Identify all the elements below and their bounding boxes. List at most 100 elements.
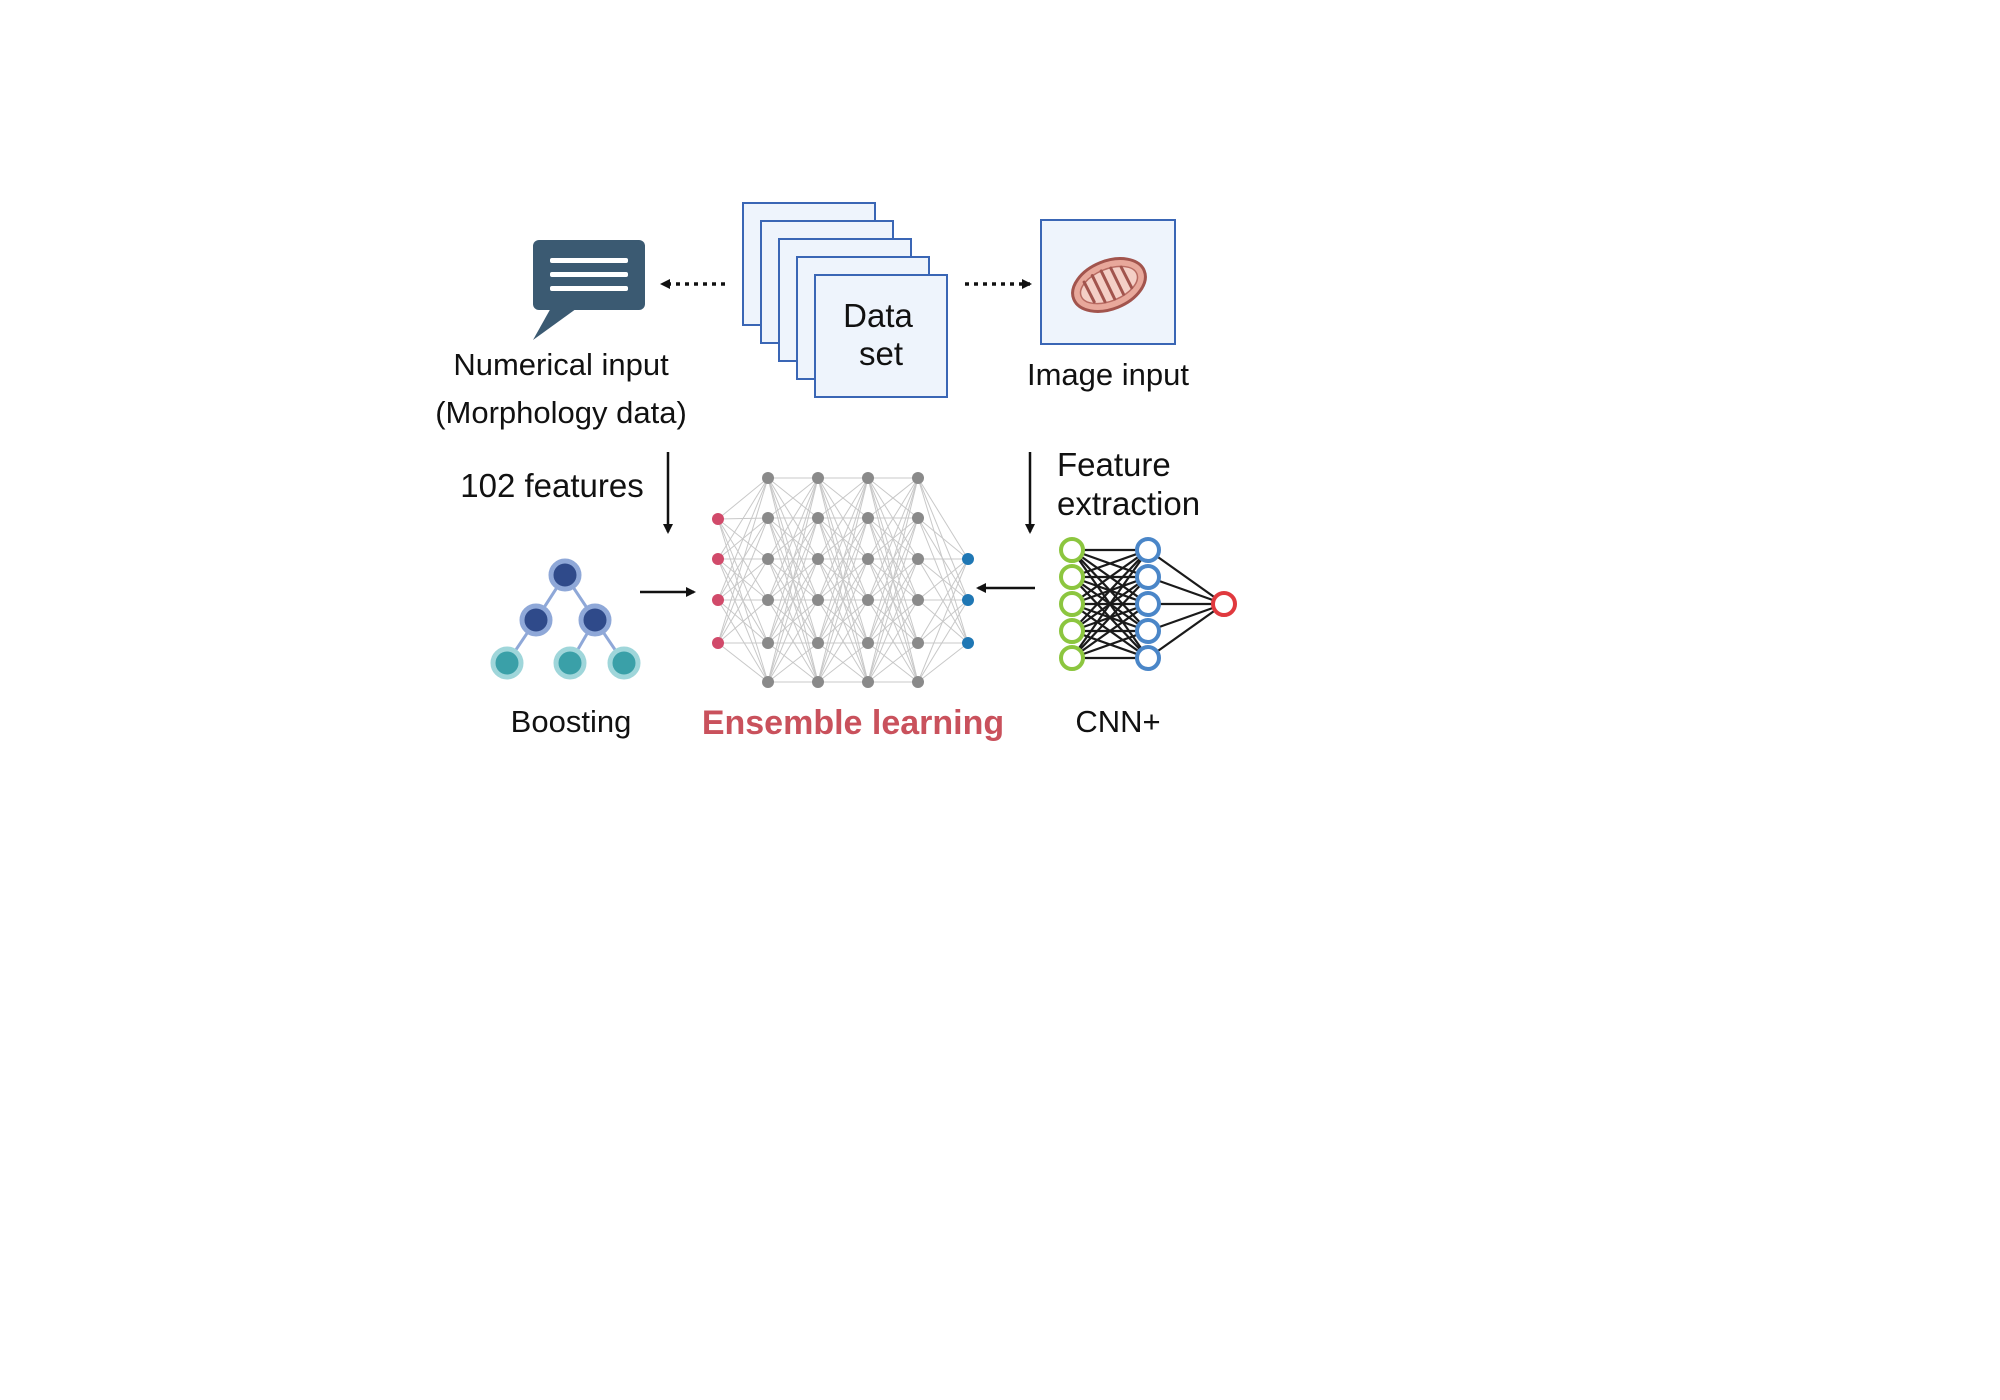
features-label: 102 features <box>460 467 643 504</box>
nn-hidden-node <box>862 512 874 524</box>
nn-connection <box>867 477 919 519</box>
cnn-network-icon <box>1059 537 1237 671</box>
cnn-connection <box>1071 549 1149 659</box>
nn-hidden-node <box>862 676 874 688</box>
nn-connection <box>867 558 919 683</box>
image-input-box <box>1040 219 1176 345</box>
nn-hidden-node <box>762 553 774 565</box>
nn-hidden-node <box>912 553 924 565</box>
nn-hidden-node <box>812 472 824 484</box>
nn-connection <box>767 477 819 683</box>
nn-connection <box>917 642 969 683</box>
nn-hidden-node <box>912 637 924 649</box>
nn-hidden-node <box>812 637 824 649</box>
nn-connection <box>867 477 919 683</box>
nn-hidden-node <box>762 472 774 484</box>
nn-connection <box>867 599 919 683</box>
nn-connection <box>767 558 819 683</box>
nn-output-node <box>962 553 974 565</box>
feature-extraction-label-line1: Feature <box>1057 446 1171 483</box>
dataset-page-front <box>814 274 948 398</box>
nn-connection <box>717 599 769 683</box>
nn-connection <box>817 477 869 601</box>
mitochondrion-icon <box>1071 257 1147 313</box>
ensemble-learning-label: Ensemble learning <box>702 704 1004 742</box>
nn-hidden-node <box>862 472 874 484</box>
cnn-input-node <box>1059 564 1085 590</box>
nn-hidden-node <box>862 637 874 649</box>
nn-input-node <box>712 513 724 525</box>
nn-hidden-node <box>912 676 924 688</box>
nn-connection <box>717 477 769 644</box>
nn-connection <box>717 642 769 683</box>
speech-bubble-icon <box>533 240 645 340</box>
nn-connection <box>817 558 869 683</box>
nn-hidden-node <box>812 553 824 565</box>
nn-connection <box>917 517 969 560</box>
nn-connection <box>867 517 919 683</box>
nn-connection <box>917 477 969 560</box>
nn-connection <box>867 477 919 644</box>
nn-output-node <box>962 594 974 606</box>
cnn-connection <box>1071 549 1149 632</box>
nn-hidden-node <box>762 512 774 524</box>
cnn-connection <box>1147 575 1225 606</box>
nn-connection <box>817 599 869 683</box>
nn-connection <box>817 477 869 683</box>
cnn-hidden-node <box>1135 537 1161 563</box>
nn-connection <box>917 599 969 683</box>
cnn-hidden-node <box>1135 645 1161 671</box>
nn-connection <box>817 477 869 519</box>
nn-hidden-node <box>862 594 874 606</box>
nn-hidden-node <box>762 676 774 688</box>
nn-connection <box>717 558 769 644</box>
nn-hidden-node <box>912 472 924 484</box>
nn-connection <box>917 517 969 644</box>
nn-connection <box>717 558 769 683</box>
cnn-connection <box>1071 603 1149 659</box>
nn-input-node <box>712 594 724 606</box>
nn-connection <box>767 477 819 601</box>
nn-connection <box>867 477 919 601</box>
feature-extraction-label-line2: extraction <box>1057 485 1200 522</box>
neural-network-icon <box>712 472 974 688</box>
nn-hidden-node <box>762 637 774 649</box>
nn-connection <box>767 477 819 560</box>
nn-connection <box>867 642 919 683</box>
nn-input-node <box>712 637 724 649</box>
nn-connection <box>717 599 769 644</box>
nn-connection <box>767 477 819 644</box>
nn-hidden-node <box>762 594 774 606</box>
cnn-input-node <box>1059 645 1085 671</box>
cnn-hidden-node <box>1135 591 1161 617</box>
nn-hidden-node <box>812 676 824 688</box>
nn-connection <box>817 517 869 683</box>
nn-connection <box>817 477 869 644</box>
cnn-output-node <box>1211 591 1237 617</box>
nn-connection <box>917 477 969 644</box>
nn-hidden-node <box>912 512 924 524</box>
cnn-input-node <box>1059 537 1085 563</box>
nn-connection <box>767 642 819 683</box>
cnn-input-node <box>1059 618 1085 644</box>
cnn-label: CNN+ <box>1075 704 1160 739</box>
cnn-connection <box>1147 549 1225 605</box>
nn-input-node <box>712 553 724 565</box>
cnn-connection <box>1071 576 1149 659</box>
cnn-connection <box>1147 602 1225 633</box>
decision-tree-icon <box>490 558 641 680</box>
cnn-hidden-node <box>1135 564 1161 590</box>
nn-connection <box>917 558 969 644</box>
boosting-label: Boosting <box>511 704 632 739</box>
cnn-connection <box>1071 549 1149 605</box>
nn-connection <box>717 517 769 644</box>
nn-hidden-node <box>862 553 874 565</box>
nn-connection <box>717 477 769 601</box>
nn-hidden-node <box>812 594 824 606</box>
cnn-connection <box>1147 603 1225 659</box>
nn-connection <box>817 642 869 683</box>
nn-output-node <box>962 637 974 649</box>
nn-hidden-node <box>912 594 924 606</box>
cnn-connection <box>1071 548 1149 579</box>
nn-connection <box>767 599 819 683</box>
